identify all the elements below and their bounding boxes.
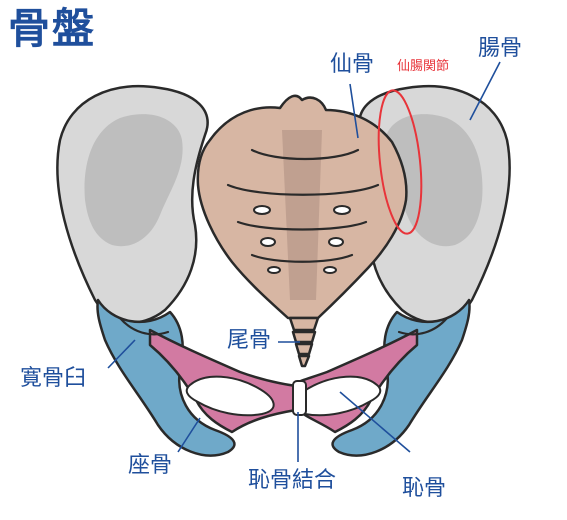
sacrum-center-column bbox=[282, 130, 322, 300]
sacrum-ridge-4 bbox=[250, 253, 354, 263]
label-sacrum: 仙骨 bbox=[330, 52, 375, 77]
sacroiliac-joint-ring bbox=[377, 89, 423, 235]
leader-pubis bbox=[339, 391, 411, 453]
coccyx-seg-4 bbox=[297, 354, 311, 368]
label-ischium: 座骨 bbox=[128, 453, 173, 478]
sacrum-ridge-2 bbox=[226, 183, 380, 196]
left-acetabulum-rim bbox=[118, 316, 170, 336]
label-pubic-symphysis: 恥骨結合 bbox=[248, 468, 337, 493]
leader-lines bbox=[107, 61, 501, 462]
leader-acetabulum bbox=[107, 339, 136, 369]
sacrum-ridge-3 bbox=[236, 220, 368, 231]
sacrum-ridge-1 bbox=[250, 148, 360, 161]
label-coccyx: 尾骨 bbox=[227, 328, 272, 353]
leader-ilium bbox=[469, 61, 501, 121]
label-sacroiliac-joint: 仙腸関節 bbox=[397, 59, 450, 74]
coccyx-seg-3 bbox=[294, 342, 314, 356]
sacral-foramen-l3 bbox=[267, 266, 281, 274]
sacral-foramen-r2 bbox=[328, 237, 344, 247]
leader-ischium bbox=[177, 417, 201, 453]
right-ilium-inner bbox=[384, 114, 483, 247]
right-acetabulum-rim bbox=[397, 316, 449, 336]
left-obturator-foramen bbox=[185, 375, 275, 417]
left-hip-bone bbox=[56, 85, 298, 457]
left-ischium bbox=[96, 298, 236, 457]
page-title: 骨盤 bbox=[8, 4, 97, 53]
coccyx-seg-2 bbox=[291, 330, 317, 344]
sacral-foramen-l2 bbox=[260, 237, 276, 247]
label-ilium: 腸骨 bbox=[478, 36, 523, 61]
left-ilium-inner bbox=[84, 114, 183, 247]
leader-sacrum bbox=[349, 83, 359, 139]
label-acetabulum: 寛骨臼 bbox=[20, 366, 87, 391]
right-ischium bbox=[331, 298, 471, 457]
label-pubis: 恥骨 bbox=[402, 476, 447, 501]
sacral-foramen-r1 bbox=[333, 205, 351, 215]
sacrum bbox=[196, 94, 408, 320]
coccyx-seg-1 bbox=[288, 316, 320, 332]
pubic-symphysis-disc bbox=[292, 380, 307, 416]
sacral-foramen-r3 bbox=[323, 266, 337, 274]
sacral-foramen-l1 bbox=[253, 205, 271, 215]
coccyx bbox=[288, 316, 320, 368]
